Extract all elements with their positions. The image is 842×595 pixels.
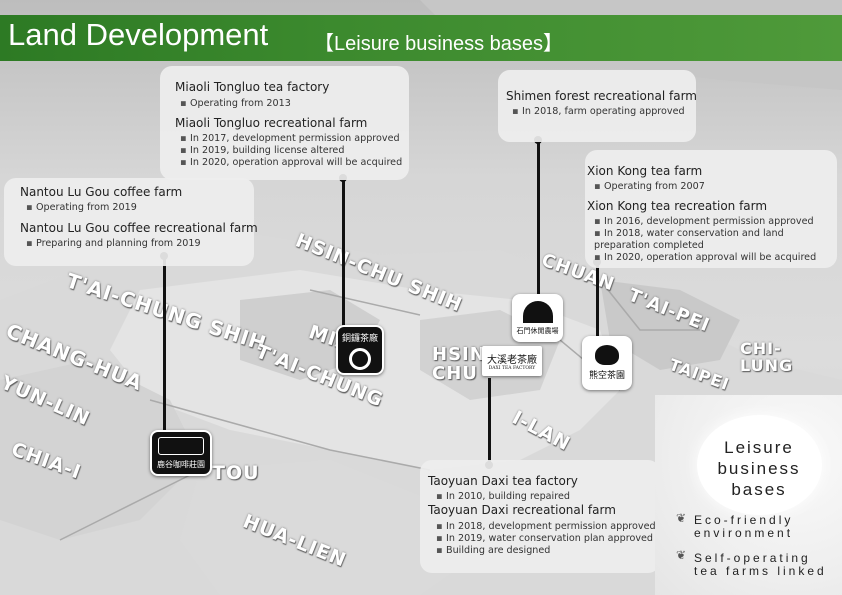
shimen-farm-title: Shimen forest recreational farm [506,89,697,103]
connector-taoyuan [488,378,491,466]
list-item: In 2018, development permission approved [436,521,656,533]
list-item: Operating from 2013 [180,98,291,110]
miaoli-farm-list: In 2017, development permission approved… [180,133,402,169]
feature-eco-friendly: Eco-friendly environment [694,513,794,540]
connector-nantou [163,256,166,434]
xionkong-farm-list: Operating from 2007 [594,181,705,193]
list-item: Operating from 2007 [594,181,705,193]
xionkong-recreation-list: In 2016, development permission approved… [594,216,830,264]
page-subtitle: 【Leisure business bases】 [314,33,564,55]
list-item: In 2019, building license altered [180,145,402,157]
leisure-glow [697,415,822,515]
nantou-recreational-title: Nantou Lu Gou coffee recreational farm [20,221,258,235]
taoyuan-farm-title: Taoyuan Daxi recreational farm [428,503,616,517]
leaf-icon: ❦ [676,548,687,562]
nantou-info-box [4,178,254,266]
list-item: In 2018, water conservation and land pre… [594,228,830,252]
barn-icon [522,300,553,323]
shimen-farm-logo: 石門休閒農場 [512,294,563,342]
leaf-icon: ❦ [676,511,687,525]
list-item: In 2010, building repaired [436,491,570,503]
page-title: Land Development [8,17,269,52]
feature-self-operating: Self-operating tea farms linked [694,551,827,578]
map-label-hsin-chu: HSIN CHU [432,344,486,384]
list-item: Building are designed [436,545,656,557]
map-label-chilung: CHI-LUNG [740,339,794,375]
list-item: In 2020, operation approval will be acqu… [594,252,830,264]
nantou-recreational-list: Preparing and planning from 2019 [26,238,201,250]
leisure-title: Leisure business bases [717,438,801,499]
xionkong-farm-title: Xion Kong tea farm [587,164,703,178]
list-item: Preparing and planning from 2019 [26,238,201,250]
nantou-farm-title: Nantou Lu Gou coffee farm [20,185,183,199]
list-item: In 2020, operation approval will be acqu… [180,157,402,169]
coffee-farm-emblem-icon [158,436,204,455]
list-item: In 2018, farm operating approved [512,106,685,118]
taoyuan-farm-list: In 2018, development permission approved… [436,521,656,557]
miaoli-factory-title: Miaoli Tongluo tea factory [175,80,330,94]
connector-xionkong [596,262,599,340]
connector-miaoli [342,178,345,330]
map-label-tou: TOU [212,462,260,484]
miaoli-farm-title: Miaoli Tongluo recreational farm [175,116,368,130]
miaoli-factory-list: Operating from 2013 [180,98,291,110]
list-item: In 2019, water conservation plan approve… [436,533,656,545]
daxi-logo-text-en: DAXI TEA FACTORY [488,366,536,371]
taoyuan-factory-list: In 2010, building repaired [436,491,570,503]
shimen-logo-text: 石門休閒農場 [516,326,559,335]
title-bar: Land Development 【Leisure business bases… [0,15,842,61]
daxi-tea-factory-logo: 大溪老茶廠 DAXI TEA FACTORY [482,346,542,376]
connector-shimen [537,140,540,298]
tongluo-logo-text: 銅鑼茶廠 [341,333,378,344]
taoyuan-factory-title: Taoyuan Daxi tea factory [428,474,578,488]
tongluo-tea-factory-logo: 銅鑼茶廠 [336,325,384,375]
shimen-farm-list: In 2018, farm operating approved [512,106,685,118]
xionkong-recreation-title: Xion Kong tea recreation farm [587,199,768,213]
list-item: In 2016, development permission approved [594,216,830,228]
xionkong-tea-farm-logo: 熊空茶園 [582,336,632,390]
bear-icon [595,345,619,365]
daxi-logo-text: 大溪老茶廠 [487,355,537,366]
lugou-logo-text: 鹿谷咖啡莊園 [157,459,205,469]
tongluo-emblem-icon [349,347,371,370]
list-item: Operating from 2019 [26,202,137,214]
list-item: In 2017, development permission approved [180,133,402,145]
nantou-farm-list: Operating from 2019 [26,202,137,214]
xionkong-logo-text: 熊空茶園 [588,371,625,381]
lugou-coffee-farm-logo: 鹿谷咖啡莊園 [150,430,212,476]
